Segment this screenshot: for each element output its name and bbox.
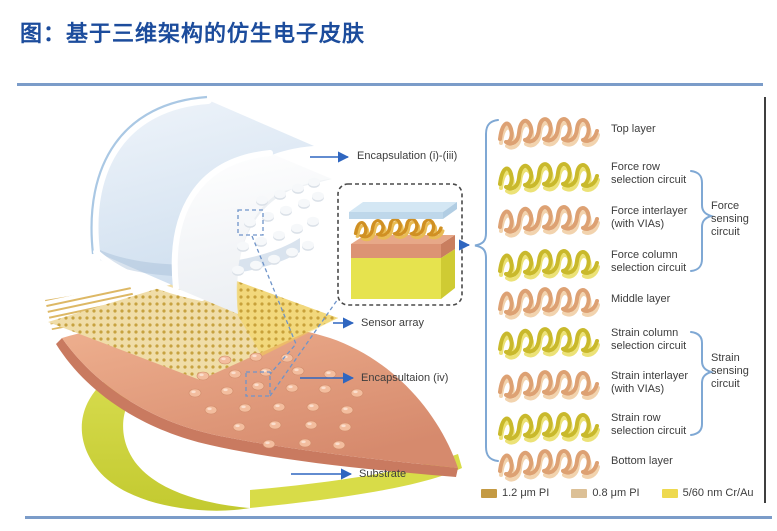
magnifier-links	[237, 209, 341, 397]
encapsulation-top-sheets	[90, 95, 332, 314]
coil-strain-interlayer	[498, 370, 600, 403]
label-substrate: Substrate	[359, 468, 407, 480]
label-top-layer: Top layer	[611, 123, 656, 135]
force-brace	[690, 170, 715, 272]
label-force-column: Force column selection circuit	[611, 249, 687, 274]
bottom-divider	[25, 516, 772, 519]
label-sensor-array: Sensor array	[361, 317, 424, 329]
annotation-arrows	[291, 151, 471, 480]
legend-label-crau: 5/60 nm Cr/Au	[682, 487, 754, 499]
label-strain-row: Strain row selection circuit	[611, 412, 687, 437]
label-force-interlayer: Force interlayer (with VIAs)	[611, 205, 688, 230]
inset-magnified-cell	[337, 183, 463, 306]
label-force-sensing-circuit: Force sensing circuit	[711, 200, 749, 238]
label-encapsulation-top: Encapsulation (i)-(iii)	[357, 150, 458, 162]
label-bottom-layer: Bottom layer	[611, 455, 673, 467]
zoom-region-hole	[237, 209, 264, 236]
figure-legend: 1.2 μm PI 0.8 μm PI 5/60 nm Cr/Au	[481, 487, 754, 499]
coil-strain-column	[498, 327, 600, 360]
sensor-array-mesh	[45, 272, 338, 380]
label-strain-column: Strain column selection circuit	[611, 327, 687, 352]
strain-brace	[690, 331, 715, 436]
legend-item-pi08: 0.8 μm PI	[571, 487, 640, 499]
coil-top-layer	[498, 117, 600, 150]
legend-swatch-crau	[661, 488, 678, 498]
perforated-sheet	[171, 150, 332, 314]
coil-strain-row	[498, 412, 600, 445]
legend-swatch-pi12	[481, 488, 497, 498]
legend-item-pi12: 1.2 μm PI	[481, 487, 549, 499]
label-force-row: Force row selection circuit	[611, 161, 687, 186]
zoom-region-droplet	[245, 371, 271, 397]
coil-bottom-layer	[498, 449, 600, 482]
label-strain-sensing-circuit: Strain sensing circuit	[711, 352, 749, 390]
coil-force-interlayer	[498, 205, 600, 238]
top-divider	[17, 83, 763, 86]
label-encapsulation-iv: Encapsultaion (iv)	[361, 372, 449, 384]
legend-label-pi12: 1.2 μm PI	[502, 487, 550, 499]
label-strain-interlayer: Strain interlayer (with VIAs)	[611, 370, 689, 395]
legend-label-pi08: 0.8 μm PI	[592, 487, 640, 499]
coil-middle-layer	[498, 287, 600, 320]
coil-force-column	[498, 249, 600, 282]
coil-force-row	[498, 162, 600, 195]
layer-stack-coils	[498, 117, 600, 482]
stack-brace	[474, 119, 499, 462]
figure-right-border	[764, 97, 766, 503]
label-middle-layer: Middle layer	[611, 293, 671, 305]
legend-swatch-pi08	[571, 488, 588, 498]
legend-item-crau: 5/60 nm Cr/Au	[661, 487, 754, 499]
figure-title: 图：基于三维架构的仿生电子皮肤	[20, 21, 366, 46]
